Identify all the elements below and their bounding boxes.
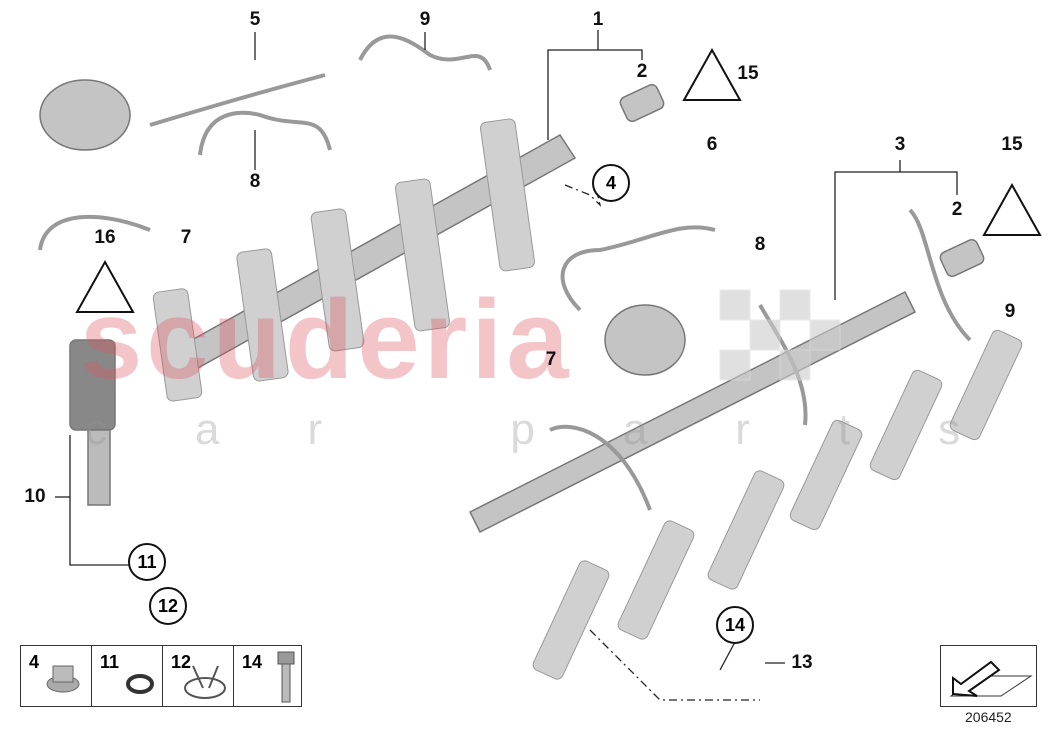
direction-arrow-icon	[949, 660, 1033, 697]
bolt-icon	[277, 651, 295, 703]
leader-lines	[55, 30, 958, 701]
callout-2[interactable]: 2	[951, 199, 963, 220]
diagram-id: 206452	[965, 709, 1012, 725]
callout-2[interactable]: 2	[636, 61, 648, 82]
pressure-sensor-upper	[619, 83, 665, 123]
legend-item-4[interactable]: 4	[21, 646, 92, 706]
callout-10[interactable]: 10	[24, 486, 46, 507]
legend-item-11[interactable]: 11	[92, 646, 163, 706]
callout-13[interactable]: 13	[791, 652, 813, 673]
high-pressure-pump-upper	[39, 79, 131, 151]
orientation-arrow-box	[940, 645, 1037, 707]
injectors	[152, 118, 1023, 680]
pressure-sensor-lower	[939, 238, 985, 278]
callout-9[interactable]: 9	[1004, 301, 1016, 322]
fuel-lines	[38, 34, 972, 511]
flange-nut-icon	[46, 665, 80, 693]
watermark-flag	[719, 289, 841, 381]
callout-3[interactable]: 3	[894, 134, 906, 155]
retaining-clip-icon	[184, 665, 226, 699]
legend-item-14[interactable]: 14	[234, 646, 304, 706]
callout-9[interactable]: 9	[419, 9, 431, 30]
warning-triangles	[75, 47, 1042, 313]
callout-15[interactable]: 15	[737, 63, 759, 84]
callout-7[interactable]: 7	[180, 227, 192, 248]
callout-14[interactable]: 14	[716, 606, 754, 644]
callout-5[interactable]: 5	[249, 9, 261, 30]
callout-7[interactable]: 7	[545, 349, 557, 370]
legend-item-12[interactable]: 12	[163, 646, 234, 706]
high-pressure-pump-lower	[604, 304, 686, 376]
callout-12[interactable]: 12	[149, 587, 187, 625]
small-parts-legend: 4 11 12 14	[20, 645, 302, 707]
watermark-brand: scuderia	[80, 277, 573, 402]
callout-15[interactable]: 15	[1001, 134, 1023, 155]
callout-8[interactable]: 8	[754, 234, 766, 255]
callout-4[interactable]: 4	[592, 164, 630, 202]
o-ring-icon	[126, 674, 154, 694]
callout-11[interactable]: 11	[128, 543, 166, 581]
callout-16[interactable]: 16	[94, 227, 116, 248]
callout-6[interactable]: 6	[706, 134, 718, 155]
callout-1[interactable]: 1	[592, 9, 604, 30]
watermark-tagline: car parts	[85, 405, 1049, 454]
callout-8[interactable]: 8	[249, 171, 261, 192]
